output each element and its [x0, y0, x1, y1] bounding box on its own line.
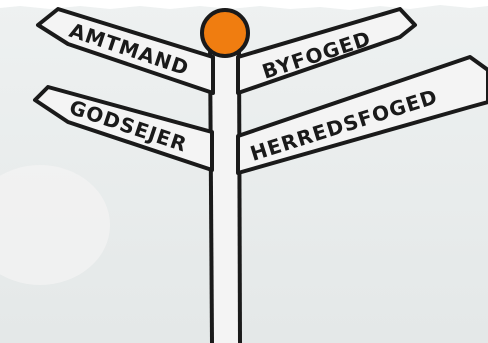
post-top-ball — [202, 10, 248, 56]
